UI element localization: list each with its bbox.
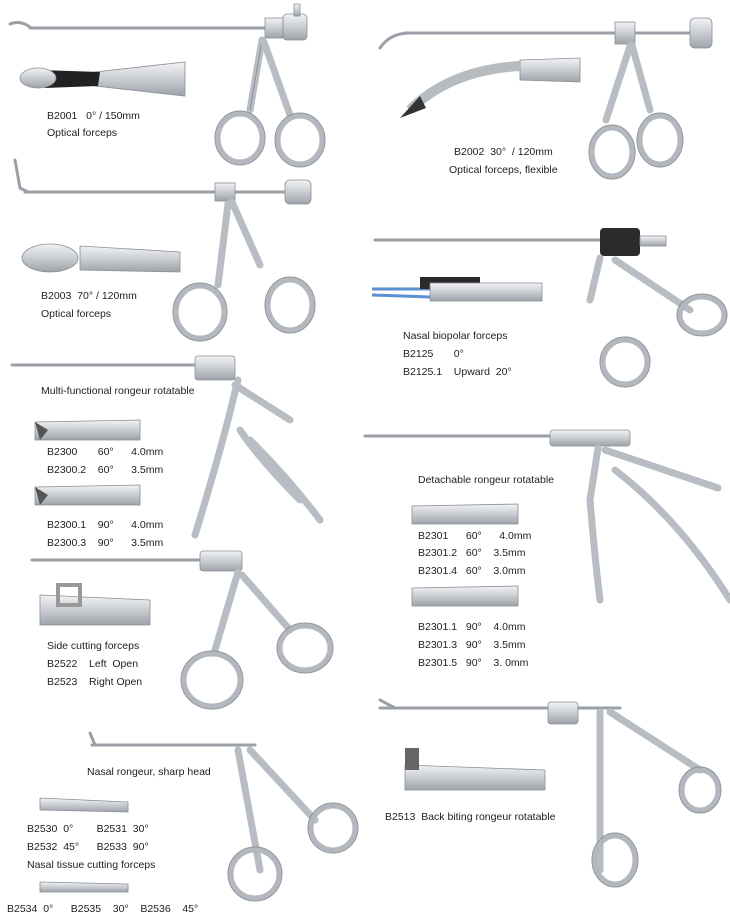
detach-row-3: B2301.4 60° 3.0mm <box>418 565 526 577</box>
b2001-name: Optical forceps <box>47 127 118 139</box>
multi-row-1: B2300 60° 4.0mm <box>47 446 164 458</box>
detach-rongeur-name: Detachable rongeur rotatable <box>418 474 555 486</box>
b2002-code: B2002 30° / 120mm <box>454 146 553 158</box>
b2002-name: Optical forceps, flexible <box>449 164 558 176</box>
tissue-row-3: B2534 0° B2535 30° B2536 45° <box>7 903 199 915</box>
detachable-rongeur-image <box>363 429 730 607</box>
multi-row-2: B2300.2 60° 3.5mm <box>47 464 164 476</box>
side-cutting-forceps-image <box>30 550 334 710</box>
side-cutting-line-1: B2522 Left Open <box>47 658 139 670</box>
b2001-code: B2001 0° / 150mm <box>47 110 140 122</box>
forceps-b2003-image <box>13 158 316 342</box>
detach-row-6: B2301.5 90° 3. 0mm <box>418 657 529 669</box>
multi-rongeur-image <box>10 355 324 539</box>
bipolar-line-1: B2125 0° <box>403 348 464 360</box>
bipolar-name: Nasal biopolar forceps <box>403 330 508 342</box>
multi-rongeur-name: Multi-functional rongeur rotatable <box>41 385 195 397</box>
multi-row-4: B2300.3 90° 3.5mm <box>47 537 164 549</box>
detach-row-2: B2301.2 60° 3.5mm <box>418 547 526 559</box>
side-cutting-name: Side cutting forceps <box>47 640 140 652</box>
b2003-code: B2003 70° / 120mm <box>41 290 137 302</box>
b2003-name: Optical forceps <box>41 308 112 320</box>
tissue-row-2: B2532 45° B2533 90° <box>27 841 149 853</box>
bipolar-line-2: B2125.1 Upward 20° <box>403 366 512 378</box>
bipolar-forceps-image <box>371 228 728 388</box>
tissue-row-1: B2530 0° B2531 30° <box>27 823 149 835</box>
nasal-sharp-name: Nasal rongeur, sharp head <box>87 766 211 778</box>
forceps-b2002-image <box>378 17 713 180</box>
side-cutting-line-2: B2523 Right Open <box>47 676 143 688</box>
back-biting-name: B2513 Back biting rongeur rotatable <box>385 811 556 823</box>
nasal-rongeur-image <box>39 731 359 902</box>
back-biting-rongeur-image <box>378 698 722 888</box>
forceps-b2001-image <box>8 3 326 168</box>
tissue-name: Nasal tissue cutting forceps <box>27 859 156 871</box>
detach-row-1: B2301 60° 4.0mm <box>418 530 532 542</box>
detach-row-4: B2301.1 90° 4.0mm <box>418 621 526 633</box>
detach-row-5: B2301.3 90° 3.5mm <box>418 639 526 651</box>
multi-row-3: B2300.1 90° 4.0mm <box>47 519 164 531</box>
